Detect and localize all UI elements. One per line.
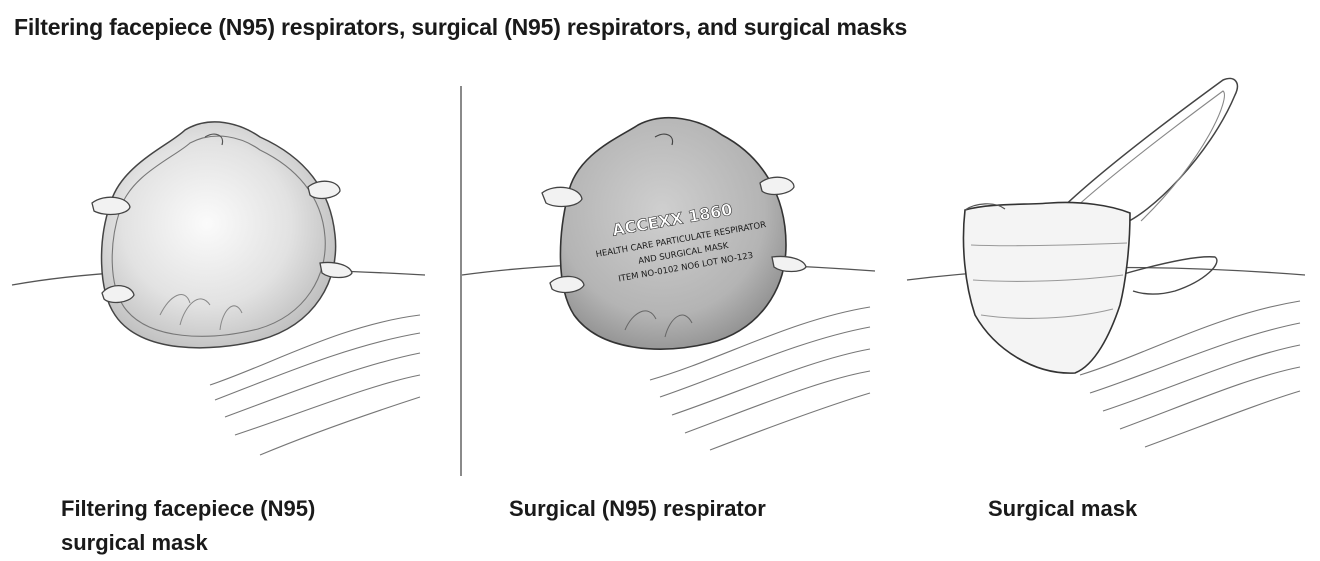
n95-respirator-drawing [11, 121, 425, 456]
surgical-mask-drawing [906, 77, 1306, 448]
mask-pleats [970, 242, 1128, 319]
mask-cup [559, 117, 787, 350]
ear-loop [1054, 77, 1239, 226]
strap-loop [549, 275, 585, 294]
nose-clip [654, 133, 674, 146]
strap-loop [91, 196, 131, 216]
caption-n95-respirator: Filtering facepiece (N95) surgical mask [61, 496, 316, 555]
strap-loop [541, 186, 583, 208]
page-title: Filtering facepiece (N95) respirators, s… [14, 14, 908, 40]
n95-respirator-illustration [10, 75, 425, 480]
panel-divider [460, 86, 462, 476]
ear-loop [1119, 256, 1218, 295]
nose-clip [204, 133, 224, 146]
caption-surgical-mask: Surgical mask [988, 496, 1138, 521]
neck-lines [209, 314, 421, 456]
strap-loop [307, 180, 341, 200]
mask-body [962, 201, 1131, 374]
mask-cup [100, 121, 337, 349]
caption-surgical-n95: Surgical (N95) respirator [509, 496, 766, 521]
neck-lines [1079, 300, 1301, 448]
surgical-n95-respirator-illustration: ACCEXX 1860 HEALTH CARE PARTICULATE RESP… [460, 75, 880, 480]
strap-loop [319, 261, 353, 279]
strap-loop [771, 255, 807, 273]
neck-lines [649, 306, 871, 451]
strap-loop [759, 176, 795, 196]
surgical-mask-illustration [905, 75, 1310, 480]
surgical-n95-drawing: ACCEXX 1860 HEALTH CARE PARTICULATE RESP… [461, 117, 876, 451]
strap-loop [101, 285, 135, 304]
